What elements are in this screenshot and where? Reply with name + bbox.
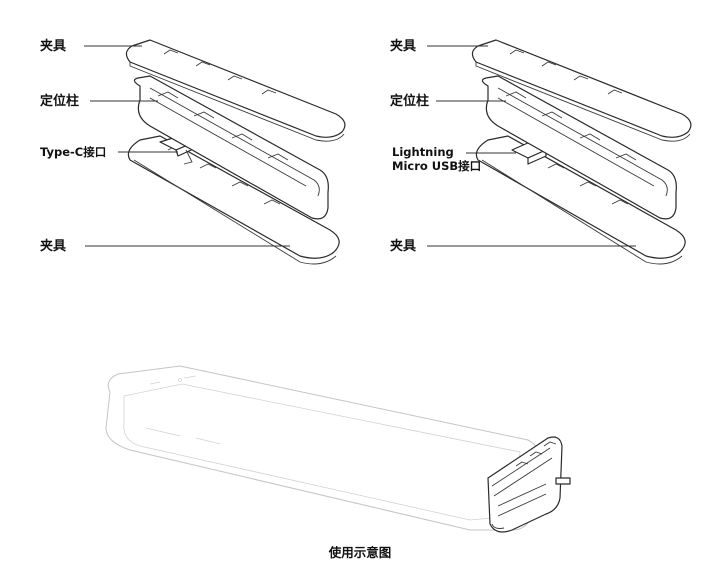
left-top-clamp <box>125 39 346 142</box>
left-post-label: 定位柱 <box>40 94 80 109</box>
right-port-label-line1: Lightning <box>392 145 454 159</box>
left-port-label: Type-C接口 <box>40 145 107 159</box>
right-top-clamp <box>471 39 692 142</box>
phone-outline <box>105 365 539 531</box>
left-positioning-post <box>133 75 329 220</box>
right-top-clamp-label: 夹具 <box>390 39 417 54</box>
usage-illustration <box>105 365 571 533</box>
mounted-device <box>487 436 571 533</box>
right-bottom-clamp-label: 夹具 <box>390 239 417 254</box>
right-port-label-line2: Micro USB接口 <box>392 159 482 173</box>
left-bottom-clamp-label: 夹具 <box>40 239 67 254</box>
right-positioning-post <box>481 75 677 220</box>
right-post-label: 定位柱 <box>390 94 430 109</box>
right-assembly-drawing <box>427 39 692 265</box>
usage-caption: 使用示意图 <box>328 545 392 560</box>
right-bottom-clamp <box>475 135 686 265</box>
left-assembly-drawing <box>84 39 346 265</box>
left-top-clamp-label: 夹具 <box>40 39 67 54</box>
